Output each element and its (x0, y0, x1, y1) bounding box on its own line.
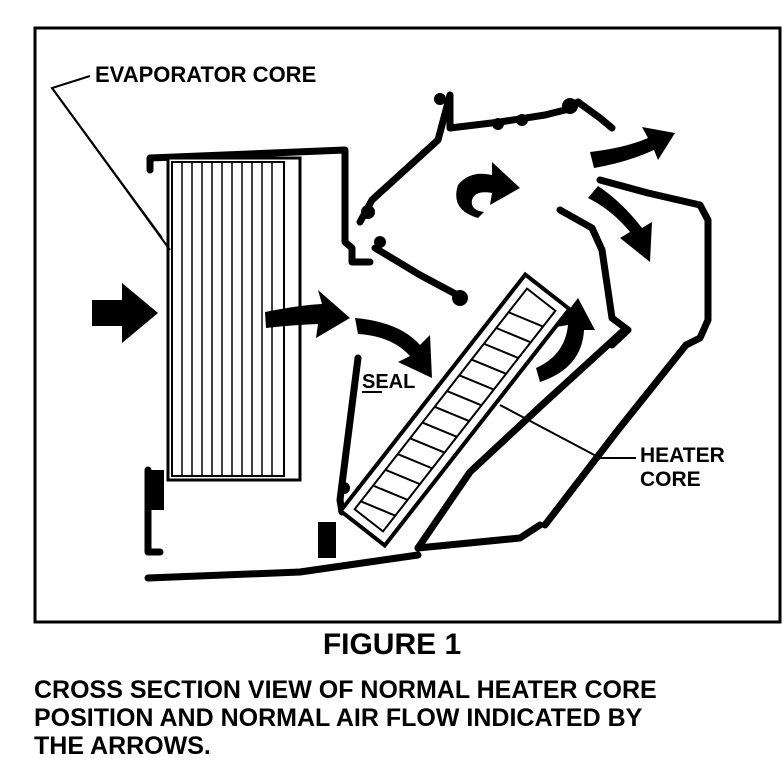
heater-core (337, 271, 573, 549)
through-evaporator-arrow (265, 290, 350, 338)
heater-core-label-line2: CORE (640, 468, 701, 491)
seal-label: SEAL (362, 371, 415, 393)
caption-line: POSITION AND NORMAL AIR FLOW INDICATED B… (34, 704, 643, 732)
leader-lines (50, 75, 636, 459)
figure-caption: CROSS SECTION VIEW OF NORMAL HEATER CORE… (34, 676, 774, 760)
upper-outlet-arrow (590, 127, 675, 168)
evaporator-core-label: EVAPORATOR CORE (95, 62, 316, 87)
airflow-arrows (92, 127, 675, 382)
heater-core-label-line1: HEATER (640, 444, 725, 467)
figure-frame (33, 26, 782, 624)
swirl-arrow (456, 162, 520, 218)
caption-line: CROSS SECTION VIEW OF NORMAL HEATER CORE (34, 676, 657, 704)
door-pivots (150, 93, 578, 558)
figure-title: FIGURE 1 (322, 628, 462, 661)
to-heater-arrow (355, 318, 432, 378)
up-right-arrow (536, 298, 595, 382)
inlet-arrow (92, 283, 158, 343)
hvac-cross-section-diagram: EVAPORATOR CORE SEAL HEATER CORE (33, 26, 782, 624)
caption-line: THE ARROWS. (34, 732, 211, 760)
lower-outlet-arrow (588, 186, 652, 262)
